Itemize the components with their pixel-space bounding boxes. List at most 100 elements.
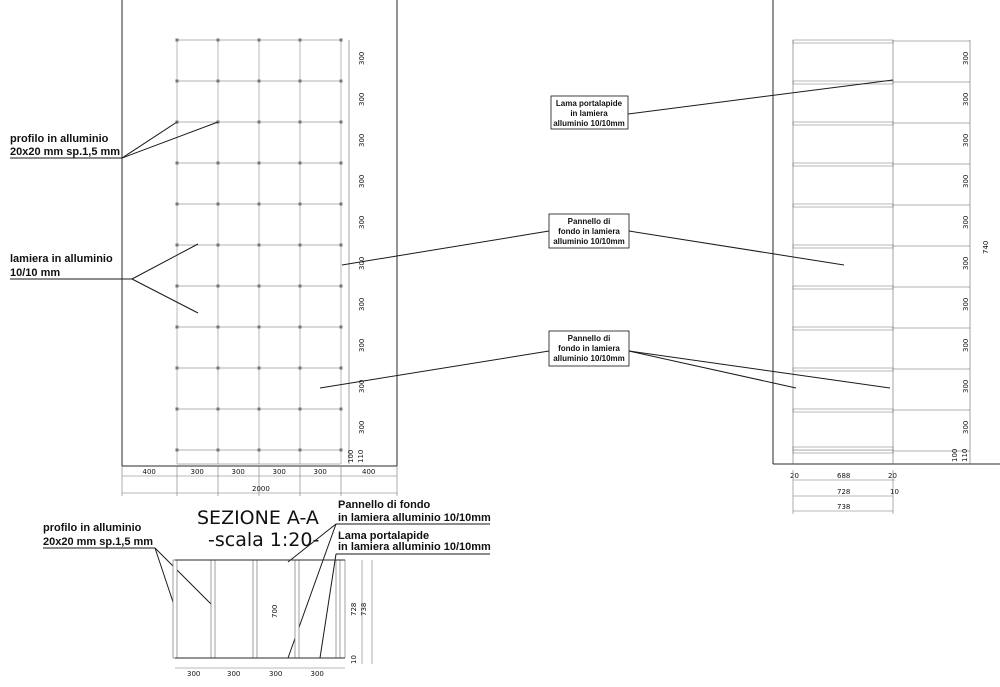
dim-728-vertical: 728 xyxy=(350,603,358,616)
bottom-dim-100: 100 xyxy=(951,449,959,462)
sec-label-pannello-line1: Pannello di fondo xyxy=(338,499,431,511)
grid-node xyxy=(257,448,261,452)
column-dimension-label: 300 xyxy=(187,670,200,678)
bottom-dim-100: 100 xyxy=(347,450,355,463)
grid-node xyxy=(339,448,343,452)
slat xyxy=(792,162,894,167)
grid-node xyxy=(298,243,302,247)
slat xyxy=(792,408,894,413)
grid-node xyxy=(298,120,302,124)
label-lama-line3: alluminio 10/10mm xyxy=(553,119,625,128)
panel-grid xyxy=(175,38,350,465)
sec-label-lama: Lama portalapide in lamiera alluminio 10… xyxy=(319,530,491,659)
dim-700: 700 xyxy=(271,605,279,618)
bottom-dim-110: 110 xyxy=(357,450,365,463)
section-posts xyxy=(172,559,346,659)
grid-node xyxy=(298,284,302,288)
label-profilo: profilo in alluminio 20x20 mm sp.1,5 mm xyxy=(10,121,219,159)
label-profilo-line2: 20x20 mm sp.1,5 mm xyxy=(10,146,120,158)
dim-738: 738 xyxy=(837,503,850,511)
edge-dim: 740 xyxy=(982,241,990,254)
label-profilo-line1: profilo in alluminio xyxy=(10,133,109,145)
sec-label-lama-line1: Lama portalapide xyxy=(338,530,429,542)
grid-node xyxy=(257,120,261,124)
dim-20-right: 20 xyxy=(888,472,897,480)
row-dimension-label: 300 xyxy=(358,298,366,311)
grid-node xyxy=(298,38,302,42)
grid-node xyxy=(216,325,220,329)
column-dimension-label: 400 xyxy=(362,468,375,476)
grid-node xyxy=(298,79,302,83)
label-lamiera: lamiera in alluminio 10/10 mm xyxy=(10,243,199,314)
grid-node xyxy=(175,448,179,452)
grid-node xyxy=(257,407,261,411)
grid-node xyxy=(339,407,343,411)
label-lama-portalapide: Lama portalapide in lamiera alluminio 10… xyxy=(550,79,894,130)
slat xyxy=(792,203,894,208)
grid-node xyxy=(298,407,302,411)
grid-node xyxy=(339,243,343,247)
grid-node xyxy=(298,202,302,206)
grid-node xyxy=(339,202,343,206)
label-lamiera-line1: lamiera in alluminio xyxy=(10,253,113,265)
section-a-a: SEZIONE A-A -scala 1:20- profilo in allu… xyxy=(43,499,491,678)
grid-node xyxy=(339,38,343,42)
row-dimension-label: 300 xyxy=(358,134,366,147)
row-dimension-label: 300 xyxy=(962,257,970,270)
row-dimension-label: 300 xyxy=(962,52,970,65)
grid-node xyxy=(298,161,302,165)
grid-node xyxy=(216,202,220,206)
row-dimension-label: 300 xyxy=(962,134,970,147)
sec-label-profilo-line2: 20x20 mm sp.1,5 mm xyxy=(43,536,153,548)
slat xyxy=(792,449,894,454)
label-pannello-b: Pannello di fondo in lamiera alluminio 1… xyxy=(319,330,891,389)
grid-node xyxy=(339,366,343,370)
row-dimension-label: 300 xyxy=(962,216,970,229)
grid-node xyxy=(175,325,179,329)
section-title: SEZIONE A-A xyxy=(197,507,319,529)
row-dimension-label: 300 xyxy=(358,257,366,270)
grid-node xyxy=(216,79,220,83)
grid-node xyxy=(175,407,179,411)
slat-stack xyxy=(792,39,971,464)
grid-node xyxy=(298,325,302,329)
row-dimension-label: 300 xyxy=(358,52,366,65)
slat xyxy=(792,446,894,451)
grid-node xyxy=(216,284,220,288)
slat xyxy=(792,39,894,44)
slat xyxy=(792,121,894,126)
column-dimension-label: 300 xyxy=(314,468,327,476)
grid-node xyxy=(257,202,261,206)
grid-node xyxy=(216,161,220,165)
column-dimension-label: 300 xyxy=(273,468,286,476)
slat xyxy=(792,244,894,249)
grid-node xyxy=(175,202,179,206)
label-pannello-b-line3: alluminio 10/10mm xyxy=(553,354,625,363)
row-dimension-label: 300 xyxy=(962,380,970,393)
grid-node xyxy=(216,448,220,452)
label-lama-line2: in lamiera xyxy=(570,109,608,118)
dim-728: 728 xyxy=(837,488,850,496)
slat xyxy=(792,326,894,331)
grid-node xyxy=(216,243,220,247)
grid-node xyxy=(339,325,343,329)
row-dimension-label: 300 xyxy=(358,93,366,106)
grid-node xyxy=(175,38,179,42)
grid-node xyxy=(257,284,261,288)
dim-20-left: 20 xyxy=(790,472,799,480)
grid-node xyxy=(257,38,261,42)
label-pannello-b-line1: Pannello di xyxy=(568,334,611,343)
column-dimension-label: 300 xyxy=(311,670,324,678)
row-dimension-label: 300 xyxy=(962,175,970,188)
row-dimension-label: 300 xyxy=(962,298,970,311)
bottom-dim-110: 110 xyxy=(961,449,969,462)
row-dimension-label: 300 xyxy=(358,175,366,188)
dim-10-vertical: 10 xyxy=(350,655,358,664)
grid-node xyxy=(257,366,261,370)
